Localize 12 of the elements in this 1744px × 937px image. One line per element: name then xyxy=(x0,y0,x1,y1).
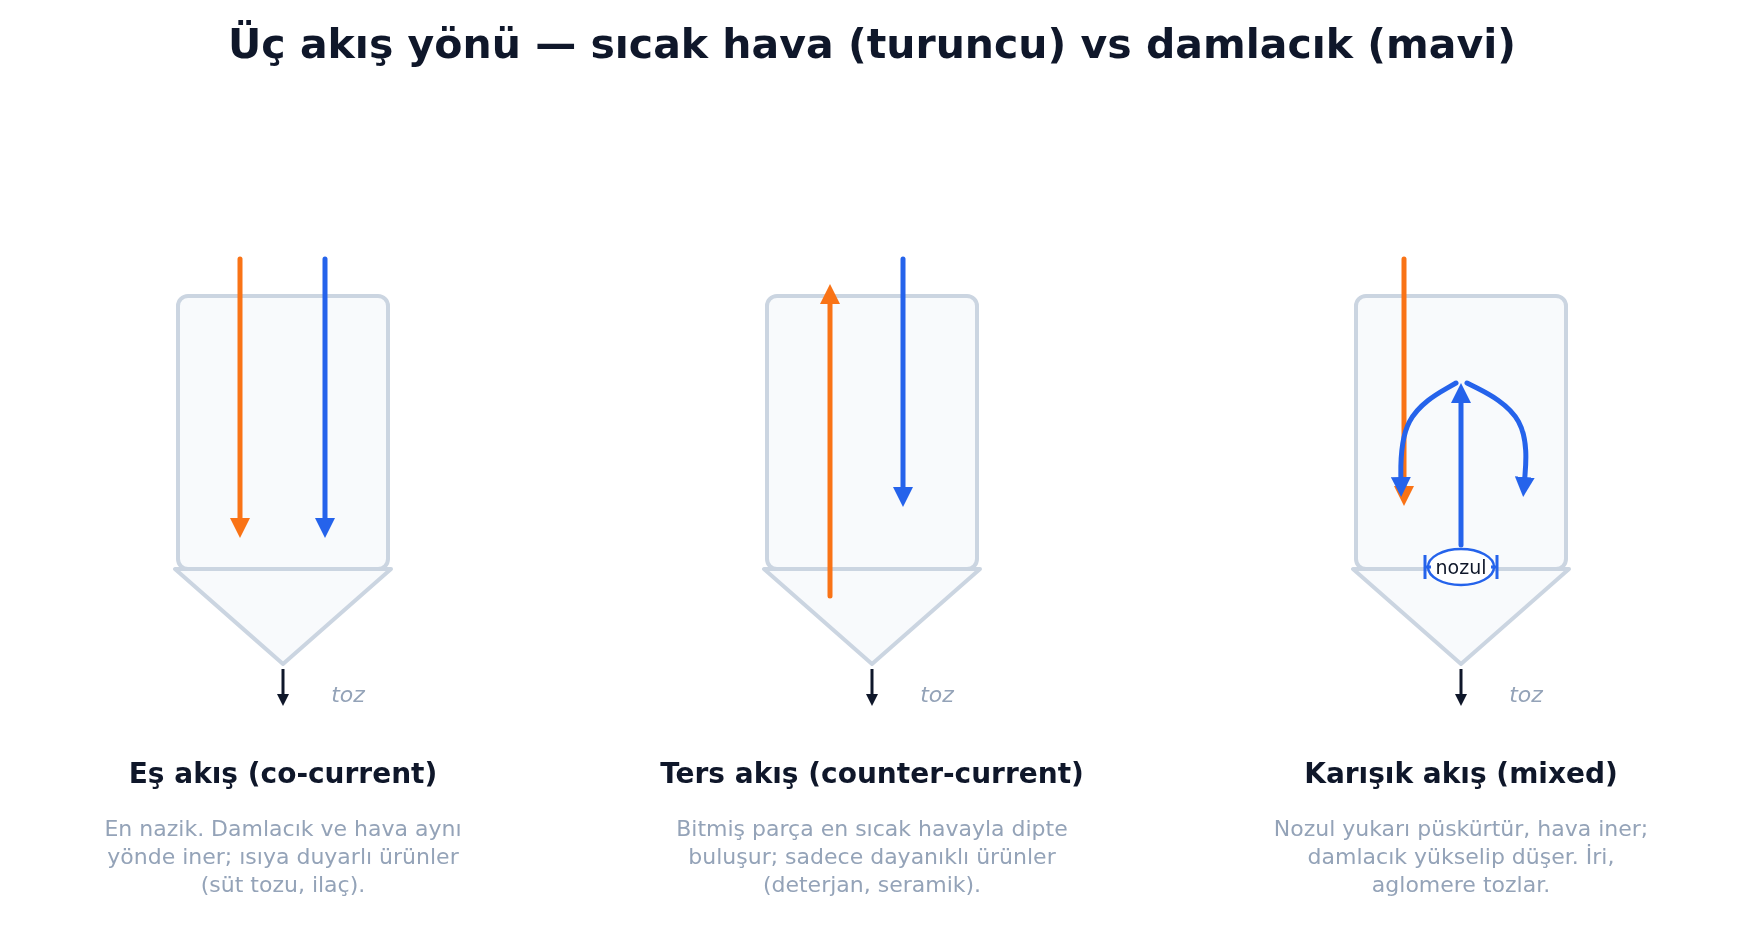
outlet-label: toz xyxy=(330,682,366,707)
panel-heading: Ters akış (counter-current) xyxy=(659,757,1085,790)
outlet-label: toz xyxy=(1508,682,1544,707)
title: Üç akış yönü — sıcak hava (turuncu) vs damlacık (mavi) xyxy=(227,20,1517,68)
panel-heading: Eş akış (co-current) xyxy=(127,757,439,790)
panel-description: Bitmiş parça en sıcak havayla dipte buluşur; sadece dayanıklı ürünler (deterjan, seramik). xyxy=(675,815,1069,899)
panel-heading: Karışık akış (mixed) xyxy=(1303,757,1619,790)
panel-description: En nazik. Damlacık ve hava aynı yönde iner; ısıya duyarlı ürünler (süt tozu, ilaç). xyxy=(103,815,463,899)
panel-description: Nozul yukarı püskürtür, hava iner; damlacık yükselip düşer. İri, aglomere tozlar. xyxy=(1272,815,1650,899)
nozzle xyxy=(1423,547,1499,587)
nozzle-label: nozul xyxy=(1435,556,1487,578)
outlet-label: toz xyxy=(919,682,955,707)
